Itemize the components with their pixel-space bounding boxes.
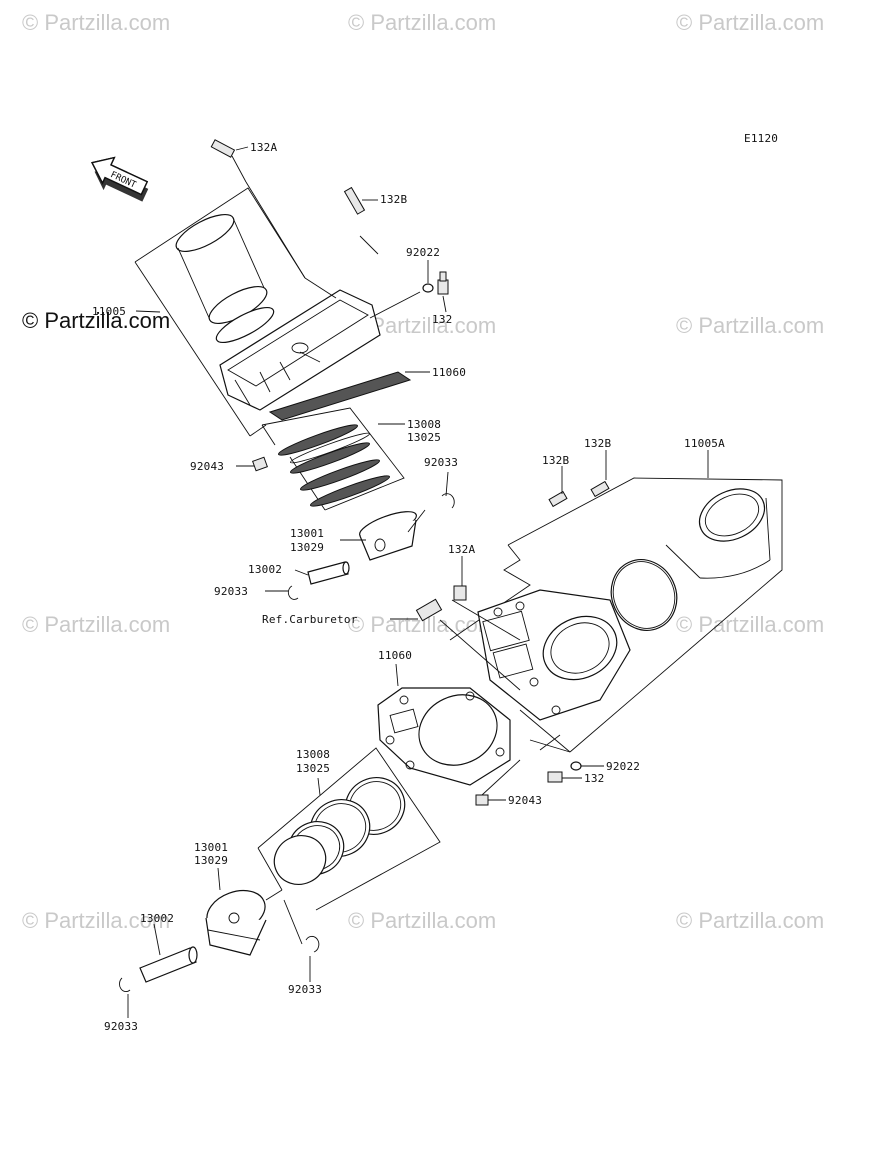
label-lower-13002: 13002 bbox=[140, 912, 174, 925]
watermarks: © Partzilla.com © Partzilla.com © Partzi… bbox=[22, 10, 824, 933]
label-lower-92033-left: 92033 bbox=[104, 1020, 138, 1033]
label-lower-92043: 92043 bbox=[508, 794, 542, 807]
piston-rings-icon bbox=[273, 777, 406, 885]
label-upper-132a: 132A bbox=[250, 141, 277, 154]
watermark: © Partzilla.com bbox=[22, 908, 170, 933]
bolt-132b-icon bbox=[548, 480, 610, 508]
bolt-132a-icon bbox=[453, 585, 467, 601]
cylinder-liner-icon bbox=[175, 214, 275, 344]
label-upper-13001: 13001 bbox=[290, 527, 324, 540]
label-lower-13029: 13029 bbox=[194, 854, 228, 867]
carburetor-joint-icon bbox=[415, 598, 443, 622]
watermark: © Partzilla.com bbox=[348, 10, 496, 35]
cylinder-liner-icon bbox=[610, 488, 771, 631]
label-upper-11060: 11060 bbox=[432, 366, 466, 379]
label-lower-132b-left: 132B bbox=[542, 454, 569, 467]
watermark: © Partzilla.com bbox=[22, 612, 170, 637]
gasket-11060-icon bbox=[268, 371, 412, 421]
piston-pin-icon bbox=[307, 561, 350, 585]
bolt-132b-icon bbox=[343, 186, 366, 215]
label-upper-13002: 13002 bbox=[248, 563, 282, 576]
label-lower-132b-right: 132B bbox=[584, 437, 611, 450]
dowel-92043-icon bbox=[475, 794, 489, 806]
label-lower-92022: 92022 bbox=[606, 760, 640, 773]
label-lower-11060: 11060 bbox=[378, 649, 412, 662]
label-lower-92033-right: 92033 bbox=[288, 983, 322, 996]
bolt-132a-icon bbox=[210, 139, 247, 183]
label-upper-92033-left: 92033 bbox=[214, 585, 248, 598]
piston-icon bbox=[359, 511, 417, 561]
label-lower-13008: 13008 bbox=[296, 748, 330, 761]
watermark: © Partzilla.com bbox=[676, 612, 824, 637]
label-upper-11005: 11005 bbox=[92, 305, 126, 318]
circlip-icon bbox=[441, 493, 455, 509]
piston-pin-icon bbox=[139, 946, 198, 983]
label-upper-132b: 132B bbox=[380, 193, 407, 206]
piston-rings-icon bbox=[277, 424, 391, 507]
watermark: © Partzilla.com bbox=[348, 908, 496, 933]
cylinder-block-icon bbox=[477, 589, 631, 721]
label-upper-13025: 13025 bbox=[407, 431, 441, 444]
bolt-132-icon bbox=[547, 771, 563, 783]
label-ref-carburetor: Ref.Carburetor bbox=[262, 613, 358, 626]
label-lower-132: 132 bbox=[584, 772, 604, 785]
lower-assembly: 11005A 132B 132B bbox=[104, 437, 783, 1033]
label-lower-11005a: 11005A bbox=[684, 437, 725, 450]
circlip-icon bbox=[119, 977, 131, 993]
watermark: © Partzilla.com bbox=[676, 908, 824, 933]
label-upper-92043: 92043 bbox=[190, 460, 224, 473]
gasket-11060-icon bbox=[377, 687, 511, 786]
dowel-92043-icon bbox=[252, 456, 268, 472]
upper-assembly: 132A 132B 11005 bbox=[92, 139, 466, 600]
circlip-icon bbox=[287, 585, 299, 600]
label-upper-13008: 13008 bbox=[407, 418, 441, 431]
label-lower-13025: 13025 bbox=[296, 762, 330, 775]
label-lower-132a: 132A bbox=[448, 543, 475, 556]
bolt-132-icon bbox=[437, 271, 449, 295]
watermark: © Partzilla.com bbox=[676, 10, 824, 35]
washer-92022-icon bbox=[422, 283, 434, 293]
watermark: © Partzilla.com bbox=[676, 313, 824, 338]
cylinder-block-icon bbox=[219, 289, 381, 411]
label-upper-132: 132 bbox=[432, 313, 452, 326]
label-upper-92033-right: 92033 bbox=[424, 456, 458, 469]
piston-icon bbox=[205, 889, 267, 956]
washer-92022-icon bbox=[570, 761, 582, 771]
label-upper-13029: 13029 bbox=[290, 541, 324, 554]
label-lower-13001: 13001 bbox=[194, 841, 228, 854]
circlip-icon bbox=[305, 935, 320, 953]
watermark-strong: © Partzilla.com bbox=[22, 308, 170, 333]
label-upper-92022: 92022 bbox=[406, 246, 440, 259]
watermark: © Partzilla.com bbox=[22, 10, 170, 35]
diagram-code: E1120 bbox=[744, 132, 778, 145]
front-arrow-icon: FRONT bbox=[91, 156, 149, 202]
